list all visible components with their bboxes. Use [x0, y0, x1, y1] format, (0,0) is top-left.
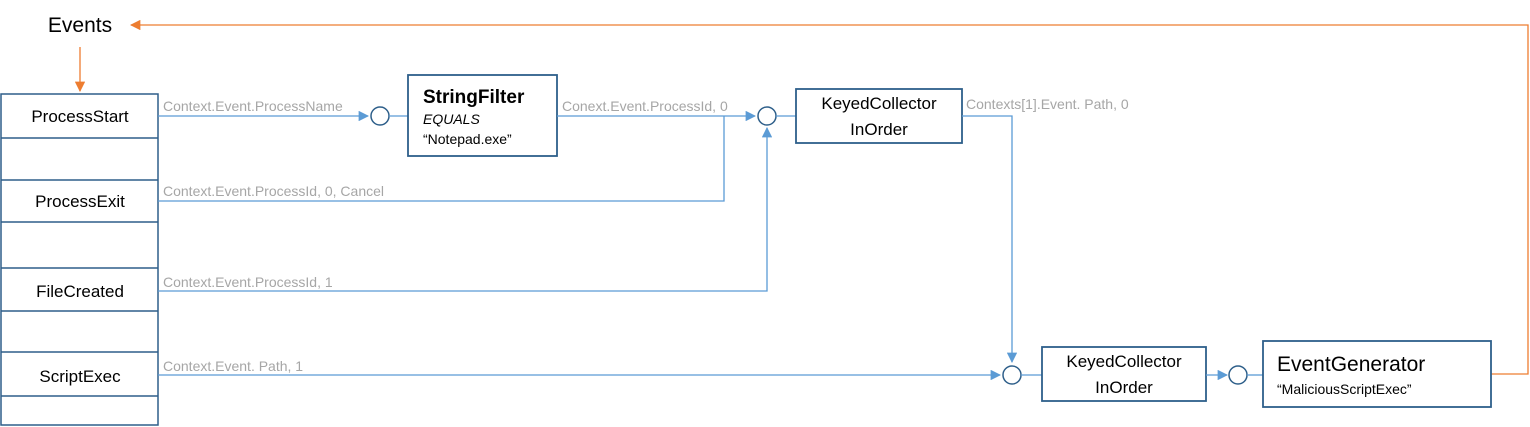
keyed-collector-2-box — [1041, 346, 1207, 402]
edge-label-collector-out: Contexts[1].Event. Path, 0 — [966, 96, 1129, 112]
collector-1-input-port — [757, 106, 777, 126]
keyed-collector-1-line1: KeyedCollector — [821, 94, 937, 113]
feedback-loop-arrow — [129, 19, 1529, 375]
events-title: Events — [48, 14, 112, 37]
string-filter-value: “Notepad.exe” — [423, 131, 512, 147]
event-generator-node: EventGenerator “MaliciousScriptExec” — [1262, 340, 1492, 408]
event-item-process-exit: ProcessExit — [35, 192, 125, 211]
edge-process-exit — [158, 116, 725, 202]
keyed-collector-2-node: KeyedCollector InOrder — [1041, 346, 1207, 402]
event-generator-title: EventGenerator — [1277, 353, 1425, 376]
keyed-collector-1-box — [795, 88, 963, 144]
string-filter-operator: EQUALS — [423, 111, 480, 127]
edge-file-created — [158, 126, 773, 292]
event-list-column — [0, 93, 159, 426]
edge-label-process-exit: Context.Event.ProcessId, 0, Cancel — [163, 183, 384, 199]
collector-2-input-port — [1002, 365, 1022, 385]
string-filter-box — [407, 74, 558, 157]
edge-label-process-name: Context.Event.ProcessName — [163, 98, 343, 114]
event-list: ProcessStart ProcessExit FileCreated Scr… — [0, 93, 159, 426]
generator-input-port — [1228, 365, 1248, 385]
event-item-script-exec: ScriptExec — [39, 367, 121, 386]
keyed-collector-2-line1: KeyedCollector — [1066, 352, 1182, 371]
edge-label-filter-out: Conext.Event.ProcessId, 0 — [562, 98, 728, 114]
input-port — [370, 106, 390, 126]
string-filter-node: StringFilter EQUALS “Notepad.exe” — [407, 74, 558, 157]
edge-label-file-created: Context.Event.ProcessId, 1 — [163, 274, 333, 290]
event-item-file-created: FileCreated — [36, 282, 124, 301]
string-filter-title: StringFilter — [423, 87, 525, 108]
edge-label-script-exec: Context.Event. Path, 1 — [163, 358, 303, 374]
keyed-collector-2-line2: InOrder — [1095, 378, 1153, 397]
keyed-collector-1-node: KeyedCollector InOrder — [795, 88, 963, 144]
event-generator-box — [1262, 340, 1492, 408]
edge-collector-out — [962, 115, 1018, 364]
event-item-process-start: ProcessStart — [31, 107, 129, 126]
event-generator-value: “MaliciousScriptExec” — [1277, 381, 1412, 397]
keyed-collector-1-line2: InOrder — [850, 120, 908, 139]
